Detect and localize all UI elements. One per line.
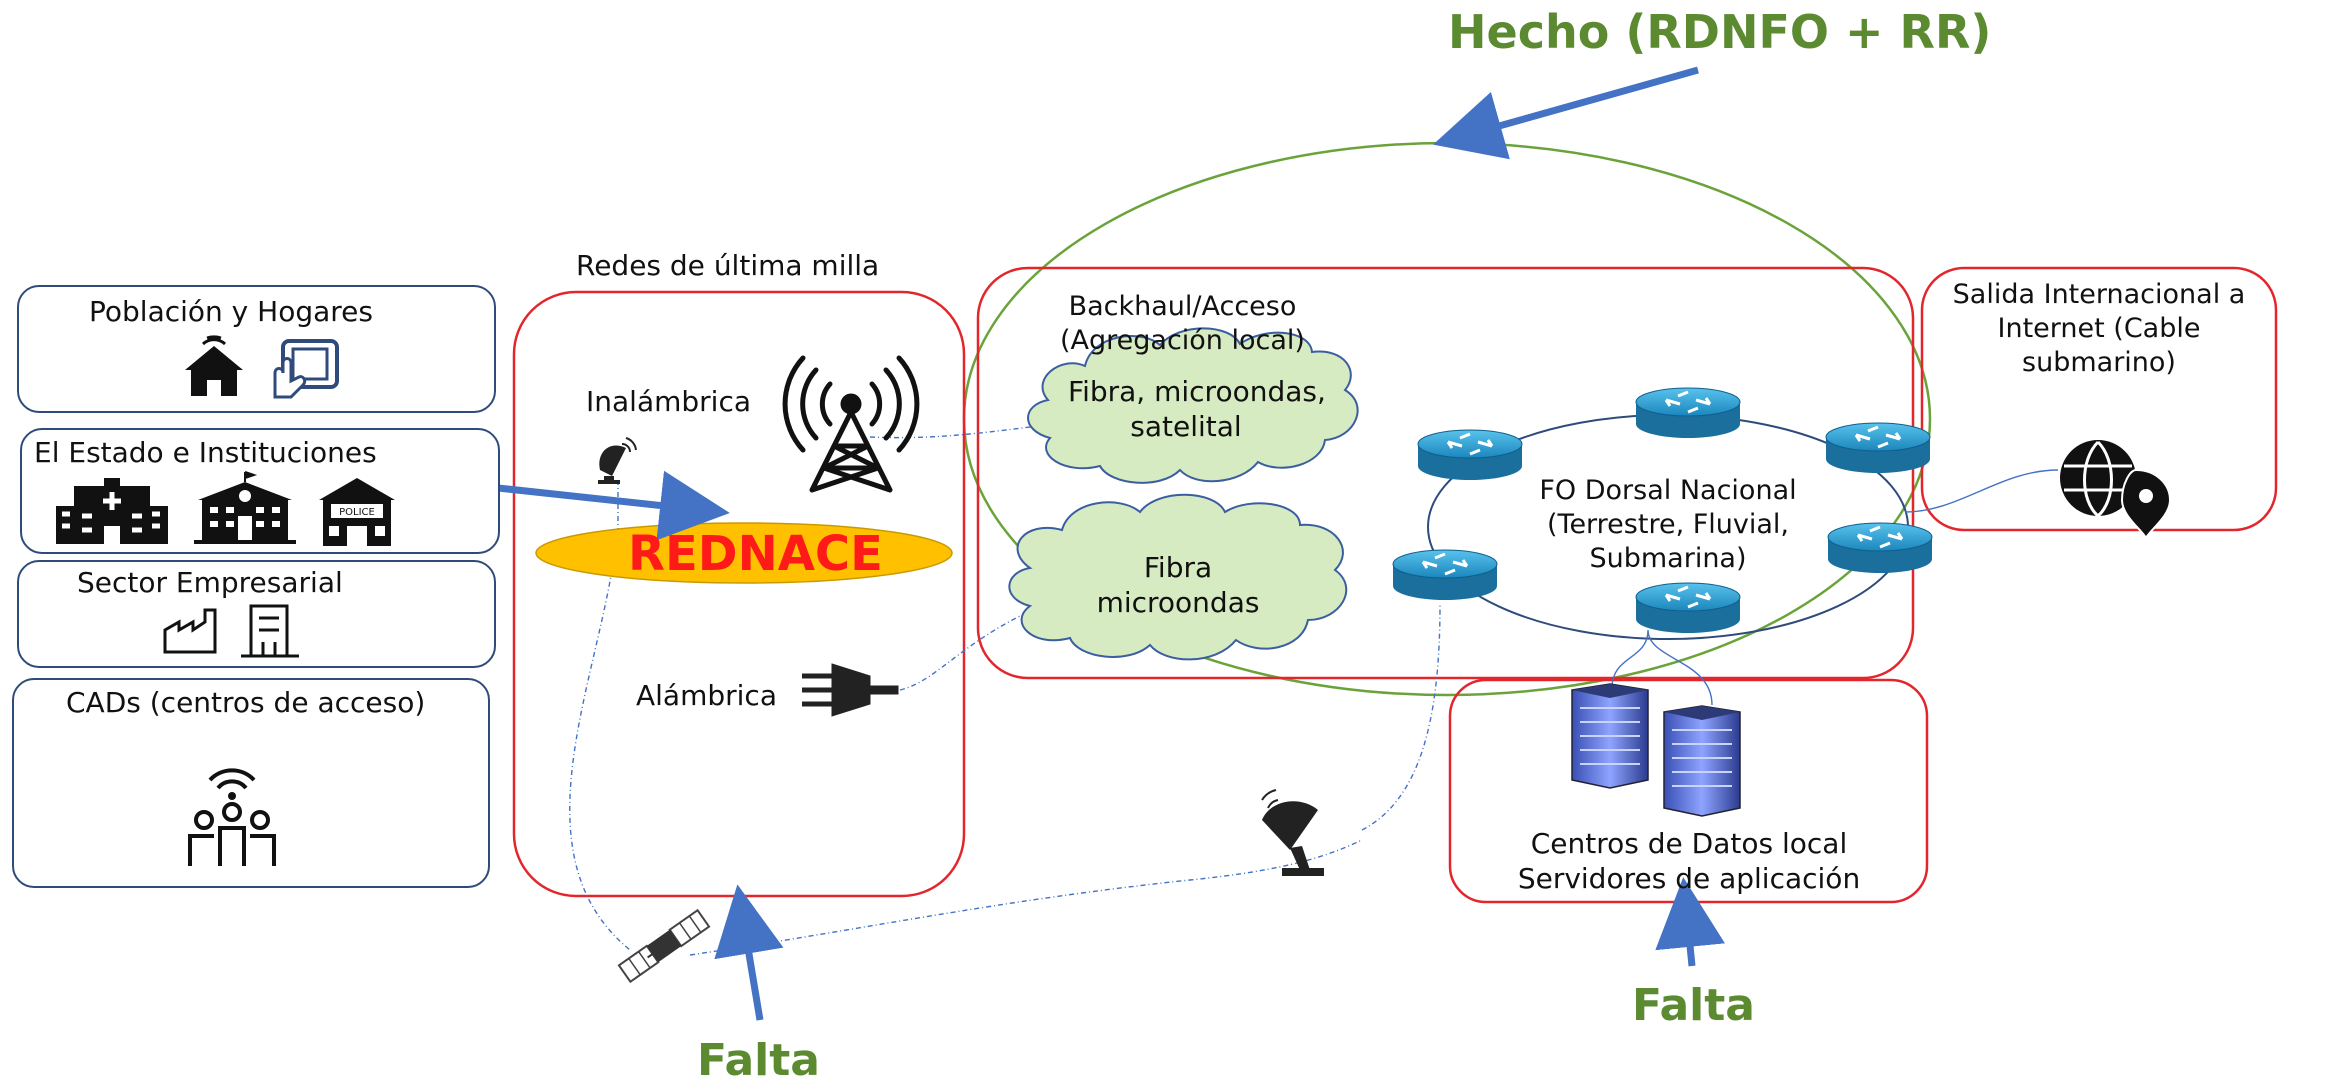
user-group-empresarial: Sector Empresarial (17, 560, 496, 668)
international-box (1920, 266, 2278, 532)
backhaul-title-line2: (Agregación local) (1060, 324, 1305, 356)
user-group-label: CADs (centros de acceso) (66, 686, 426, 719)
backbone-line1: FO Dorsal Nacional (1539, 475, 1797, 506)
factory-icon (163, 608, 217, 654)
backhaul-title: Backhaul/Acceso (Agregación local) (1060, 290, 1305, 358)
cloud2-line2: microondas (1096, 586, 1260, 619)
last-mile-title: Redes de última milla (576, 249, 880, 282)
school-icon (194, 471, 296, 544)
link-ring-international (1904, 469, 2059, 513)
smart-home-icon (185, 335, 243, 396)
datacenter-line2: Servidores de aplicación (1517, 862, 1861, 895)
police-station-icon: POLICE (319, 478, 395, 546)
router-icon (1634, 581, 1742, 635)
cloud1-line1: Fibra, microondas, (1068, 375, 1326, 408)
police-sign-text: POLICE (339, 507, 375, 518)
arrow-hecho (1433, 66, 1699, 160)
international-line3: submarino) (2022, 346, 2176, 378)
user-group-label: Población y Hogares (89, 295, 373, 328)
backhaul-box (976, 266, 1915, 680)
cloud1-shape (1027, 327, 1359, 484)
link-rednace-satellite (569, 569, 631, 951)
cloud1-line2: satelital (1130, 410, 1242, 443)
user-group-poblacion: Población y Hogares (17, 285, 496, 413)
satellite-icon (617, 908, 711, 984)
wireless-label: Inalámbrica (586, 385, 751, 418)
server-rack-icon (1571, 683, 1649, 789)
router-icon (1634, 386, 1742, 440)
cell-tower-icon (782, 355, 920, 493)
link-ring-datacenter (1611, 629, 1713, 706)
user-group-estado: El Estado e Instituciones POLICE (20, 428, 500, 554)
cloud2-line1: Fibra (1143, 551, 1213, 584)
international-line2: Internet (Cable (1997, 312, 2201, 344)
rednace-label: REDNACE (628, 526, 883, 582)
router-icon (1824, 421, 1932, 475)
hospital-icon (56, 478, 168, 544)
satellite-dish-small-icon (598, 437, 637, 484)
international-label: Salida Internacional a Internet (Cable s… (1936, 278, 2262, 379)
link-plug-cloud2 (899, 601, 1051, 691)
backhaul-title-line1: Backhaul/Acceso (1068, 291, 1297, 322)
cloud1-label: Fibra, microondas, satelital (1068, 374, 1326, 444)
rednace-ellipse (535, 522, 953, 584)
falta-right-label: Falta (1632, 980, 1755, 1031)
datacenter-label: Centros de Datos local Servidores de apl… (1460, 826, 1918, 896)
touchscreen-icon (273, 339, 339, 399)
user-group-label: El Estado e Instituciones (34, 436, 377, 469)
falta-left-label: Falta (697, 1035, 820, 1086)
office-building-icon (241, 604, 299, 658)
international-line1: Salida Internacional a (1952, 279, 2246, 310)
wired-label: Alámbrica (636, 679, 777, 712)
backbone-line3: Submarina) (1589, 542, 1747, 574)
backbone-line2: (Terrestre, Fluvial, (1547, 508, 1789, 540)
backbone-label: FO Dorsal Nacional (Terrestre, Fluvial, … (1508, 474, 1828, 575)
globe-location-icon (2060, 440, 2172, 541)
plug-icon (802, 663, 899, 717)
hecho-label: Hecho (RDNFO + RR) (1448, 5, 1992, 59)
user-group-cads: CADs (centros de acceso) (12, 678, 490, 888)
community-wifi-icon (188, 768, 276, 866)
link-satellite-dish (689, 839, 1363, 956)
link-dish-router (1361, 604, 1441, 831)
cloud2-label: Fibra microondas (1060, 550, 1296, 620)
router-icon (1391, 548, 1499, 602)
ground-station-dish-icon (1261, 789, 1324, 876)
arrow-falta-left (714, 884, 784, 1021)
router-icon (1826, 521, 1934, 575)
router-icon (1416, 428, 1524, 482)
datacenter-line1: Centros de Datos local (1530, 827, 1848, 860)
arrow-estado-rednace (497, 470, 730, 541)
arrow-falta-right (1655, 877, 1725, 967)
user-group-label: Sector Empresarial (77, 566, 343, 599)
server-rack-icon (1663, 705, 1741, 817)
cloud2-shape (1008, 493, 1348, 661)
